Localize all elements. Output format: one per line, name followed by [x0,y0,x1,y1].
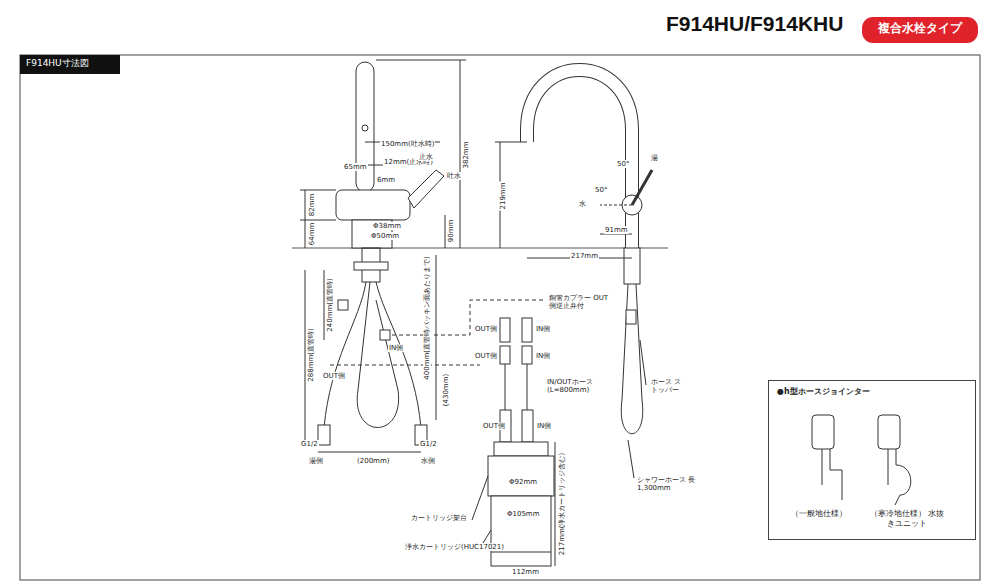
dimension-label: G1/2 [419,440,438,448]
dimension-label: 64mm [308,222,316,247]
node-text: 複合水栓タイプ [862,17,978,39]
dimension-label: 90mm [447,219,455,244]
dimension-label: OUT側 [474,325,498,333]
dimension-label: 湯 [650,154,659,162]
dimension-label: 水側 [420,457,436,465]
dimension-label: 浄水カートリッジ(HUC17021) [404,543,505,551]
dimension-label: 217mm [570,252,599,260]
dimension-label: 382mm [462,141,470,170]
dimension-label: Φ38mm [372,222,402,230]
dimension-label: 219mm [499,182,507,211]
dimension-label: 止水 [418,153,434,161]
dimension-label: 湯側 [308,457,324,465]
node-text: F914HU寸法図 [26,57,114,70]
dimension-label: Φ92mm [508,478,538,486]
node-text: ●h型ホースジョインター [777,387,870,397]
dimension-label: OUT側 [322,372,346,380]
inset-box: ●h型ホースジョインター （一般地仕様） （寒冷地仕様） 水抜きユニット [768,380,976,540]
dimension-label: G1/2 [300,440,319,448]
dimension-label: 銅管カプラー OUT側逆止弁付 [548,294,612,310]
model-title: F914HU/F914KHU [666,12,843,36]
dimension-label: OUT側 [482,422,506,430]
section-tab: F914HU寸法図 [20,55,120,74]
dimension-label: 91mm [604,226,629,234]
dimension-label: (430mm) [442,373,450,407]
dimension-label: IN側 [536,422,552,430]
dimension-label: 112mm [511,568,540,576]
node-text: （寒冷地仕様） 水抜きユニット [869,509,945,530]
dimension-label: 150mm(吐水時) [380,140,435,148]
dimension-label: IN側 [388,344,404,352]
dimension-label: 水 [578,200,587,208]
dimension-label: (200mm) [356,457,390,465]
dimension-label: 240mm(直管時) [326,277,334,332]
dimension-label: 217mm(浄水カートリッジ含む) [558,452,566,556]
dimension-label: IN側 [535,352,551,360]
dimension-label: シャワーホース 長1,300mm [636,476,710,492]
dimension-label: 65mm [343,163,368,171]
dimension-label: IN/OUTホース (L=800mm) [546,378,610,394]
dimension-label: ホース ストッパー [650,378,688,394]
dimension-label: 吐水 [446,172,462,180]
dimension-label: IN側 [535,325,551,333]
dimension-label: カートリッジ架台 [410,514,468,522]
dimension-label: 82mm [308,193,316,218]
dimension-label: 288mm(直管時) [307,327,315,382]
dimension-label: OUT側 [474,352,498,360]
dimension-label: 6mm [376,176,396,184]
dimension-label: Φ50mm [370,232,400,240]
dimension-label: Φ105mm [506,510,541,518]
dimension-label: 50° [616,160,630,168]
type-pill: 複合水栓タイプ [862,17,978,43]
dimension-label: 400mm(直管時パッキン面あたりまで) [423,255,431,380]
dimension-label: 50° [594,186,608,194]
node-text: （一般地仕様） [791,509,847,519]
